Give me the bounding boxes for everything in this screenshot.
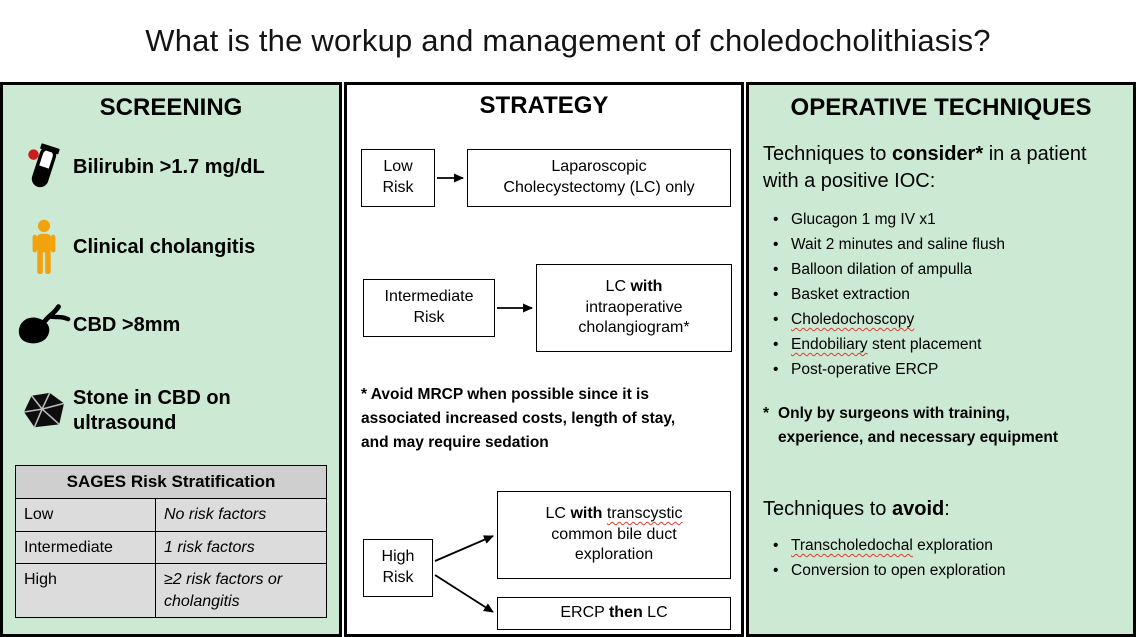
bullet-item: Choledochoscopy bbox=[763, 307, 1133, 332]
intermediate-risk-label: Intermediate Risk bbox=[384, 288, 474, 326]
screening-item-bilirubin: Bilirubin >1.7 mg/dL bbox=[3, 135, 339, 199]
bullet-item: Post-operative ERCP bbox=[763, 357, 1133, 382]
test-tube-icon bbox=[15, 141, 73, 193]
table-header-row: SAGES Risk Stratification bbox=[15, 465, 327, 499]
stone-icon bbox=[15, 391, 73, 431]
screening-item-cbd: CBD >8mm bbox=[3, 293, 339, 357]
screening-item-stone: Stone in CBD on ultrasound bbox=[3, 371, 339, 451]
bullet-item: Basket extraction bbox=[763, 282, 1133, 307]
high-risk-branch2-text: ERCP then LC bbox=[560, 604, 668, 622]
operative-heading: OPERATIVE TECHNIQUES bbox=[790, 94, 1092, 121]
slide-title-bar: What is the workup and management of cho… bbox=[0, 0, 1136, 82]
risk-level-cell: High bbox=[15, 563, 156, 619]
risk-criteria-cell: No risk factors bbox=[155, 498, 327, 532]
risk-criteria-cell: ≥2 risk factors or cholangitis bbox=[155, 563, 327, 619]
screening-heading: SCREENING bbox=[99, 94, 243, 121]
mrcp-footnote: * Avoid MRCP when possible since it is a… bbox=[361, 386, 676, 452]
bullet-item: Endobiliary stent placement bbox=[763, 332, 1133, 357]
table-row: Low No risk factors bbox=[15, 498, 327, 532]
screening-item-label: Bilirubin >1.7 mg/dL bbox=[73, 155, 265, 178]
panels-row: SCREENING Bilirubin >1.7 mg/dL bbox=[0, 82, 1136, 637]
sages-risk-table: SAGES Risk Stratification Low No risk fa… bbox=[15, 465, 327, 619]
high-risk-branch2-box: ERCP then LC bbox=[497, 597, 731, 630]
intermediate-risk-box: Intermediate Risk bbox=[363, 279, 495, 337]
high-risk-label: High Risk bbox=[381, 548, 415, 586]
bullet-item: Glucagon 1 mg IV x1 bbox=[763, 207, 1133, 232]
person-icon bbox=[15, 219, 73, 276]
slide-title: What is the workup and management of cho… bbox=[145, 23, 991, 58]
surgeon-training-footnote: * Only by surgeons with training, experi… bbox=[763, 402, 1119, 450]
footnote-text: Only by surgeons with training, experien… bbox=[778, 405, 1059, 447]
risk-level-cell: Low bbox=[15, 498, 156, 532]
table-header: SAGES Risk Stratification bbox=[15, 465, 327, 499]
consider-bullet-list: Glucagon 1 mg IV x1 Wait 2 minutes and s… bbox=[763, 207, 1133, 382]
screening-item-label: Stone in CBD on ultrasound bbox=[73, 387, 231, 434]
bullet-item: Conversion to open exploration bbox=[763, 558, 1133, 583]
risk-criteria-cell: 1 risk factors bbox=[155, 530, 327, 565]
avoid-intro: Techniques to avoid: bbox=[763, 498, 950, 521]
screening-panel: SCREENING Bilirubin >1.7 mg/dL bbox=[0, 82, 342, 637]
high-risk-box: High Risk bbox=[363, 539, 433, 597]
low-risk-box: Low Risk bbox=[361, 149, 435, 207]
risk-level-cell: Intermediate bbox=[15, 530, 156, 565]
operative-panel: OPERATIVE TECHNIQUES Techniques to consi… bbox=[746, 82, 1136, 637]
low-risk-label: Low Risk bbox=[382, 158, 414, 196]
table-row: High ≥2 risk factors or cholangitis bbox=[15, 563, 327, 619]
screening-item-label: Clinical cholangitis bbox=[73, 235, 256, 258]
avoid-bullet-list: Transcholedochal exploration Conversion … bbox=[763, 533, 1133, 583]
bullet-item: Wait 2 minutes and saline flush bbox=[763, 232, 1133, 257]
table-row: Intermediate 1 risk factors bbox=[15, 530, 327, 565]
gallbladder-icon bbox=[15, 302, 73, 348]
strategy-heading: STRATEGY bbox=[479, 92, 609, 119]
bullet-item: Balloon dilation of ampulla bbox=[763, 257, 1133, 282]
asterisk-marker: * bbox=[763, 405, 770, 422]
consider-intro: Techniques to consider* in a patient wit… bbox=[763, 143, 1087, 192]
screening-item-label: CBD >8mm bbox=[73, 313, 181, 336]
bullet-item: Transcholedochal exploration bbox=[763, 533, 1133, 558]
screening-item-cholangitis: Clinical cholangitis bbox=[3, 215, 339, 279]
